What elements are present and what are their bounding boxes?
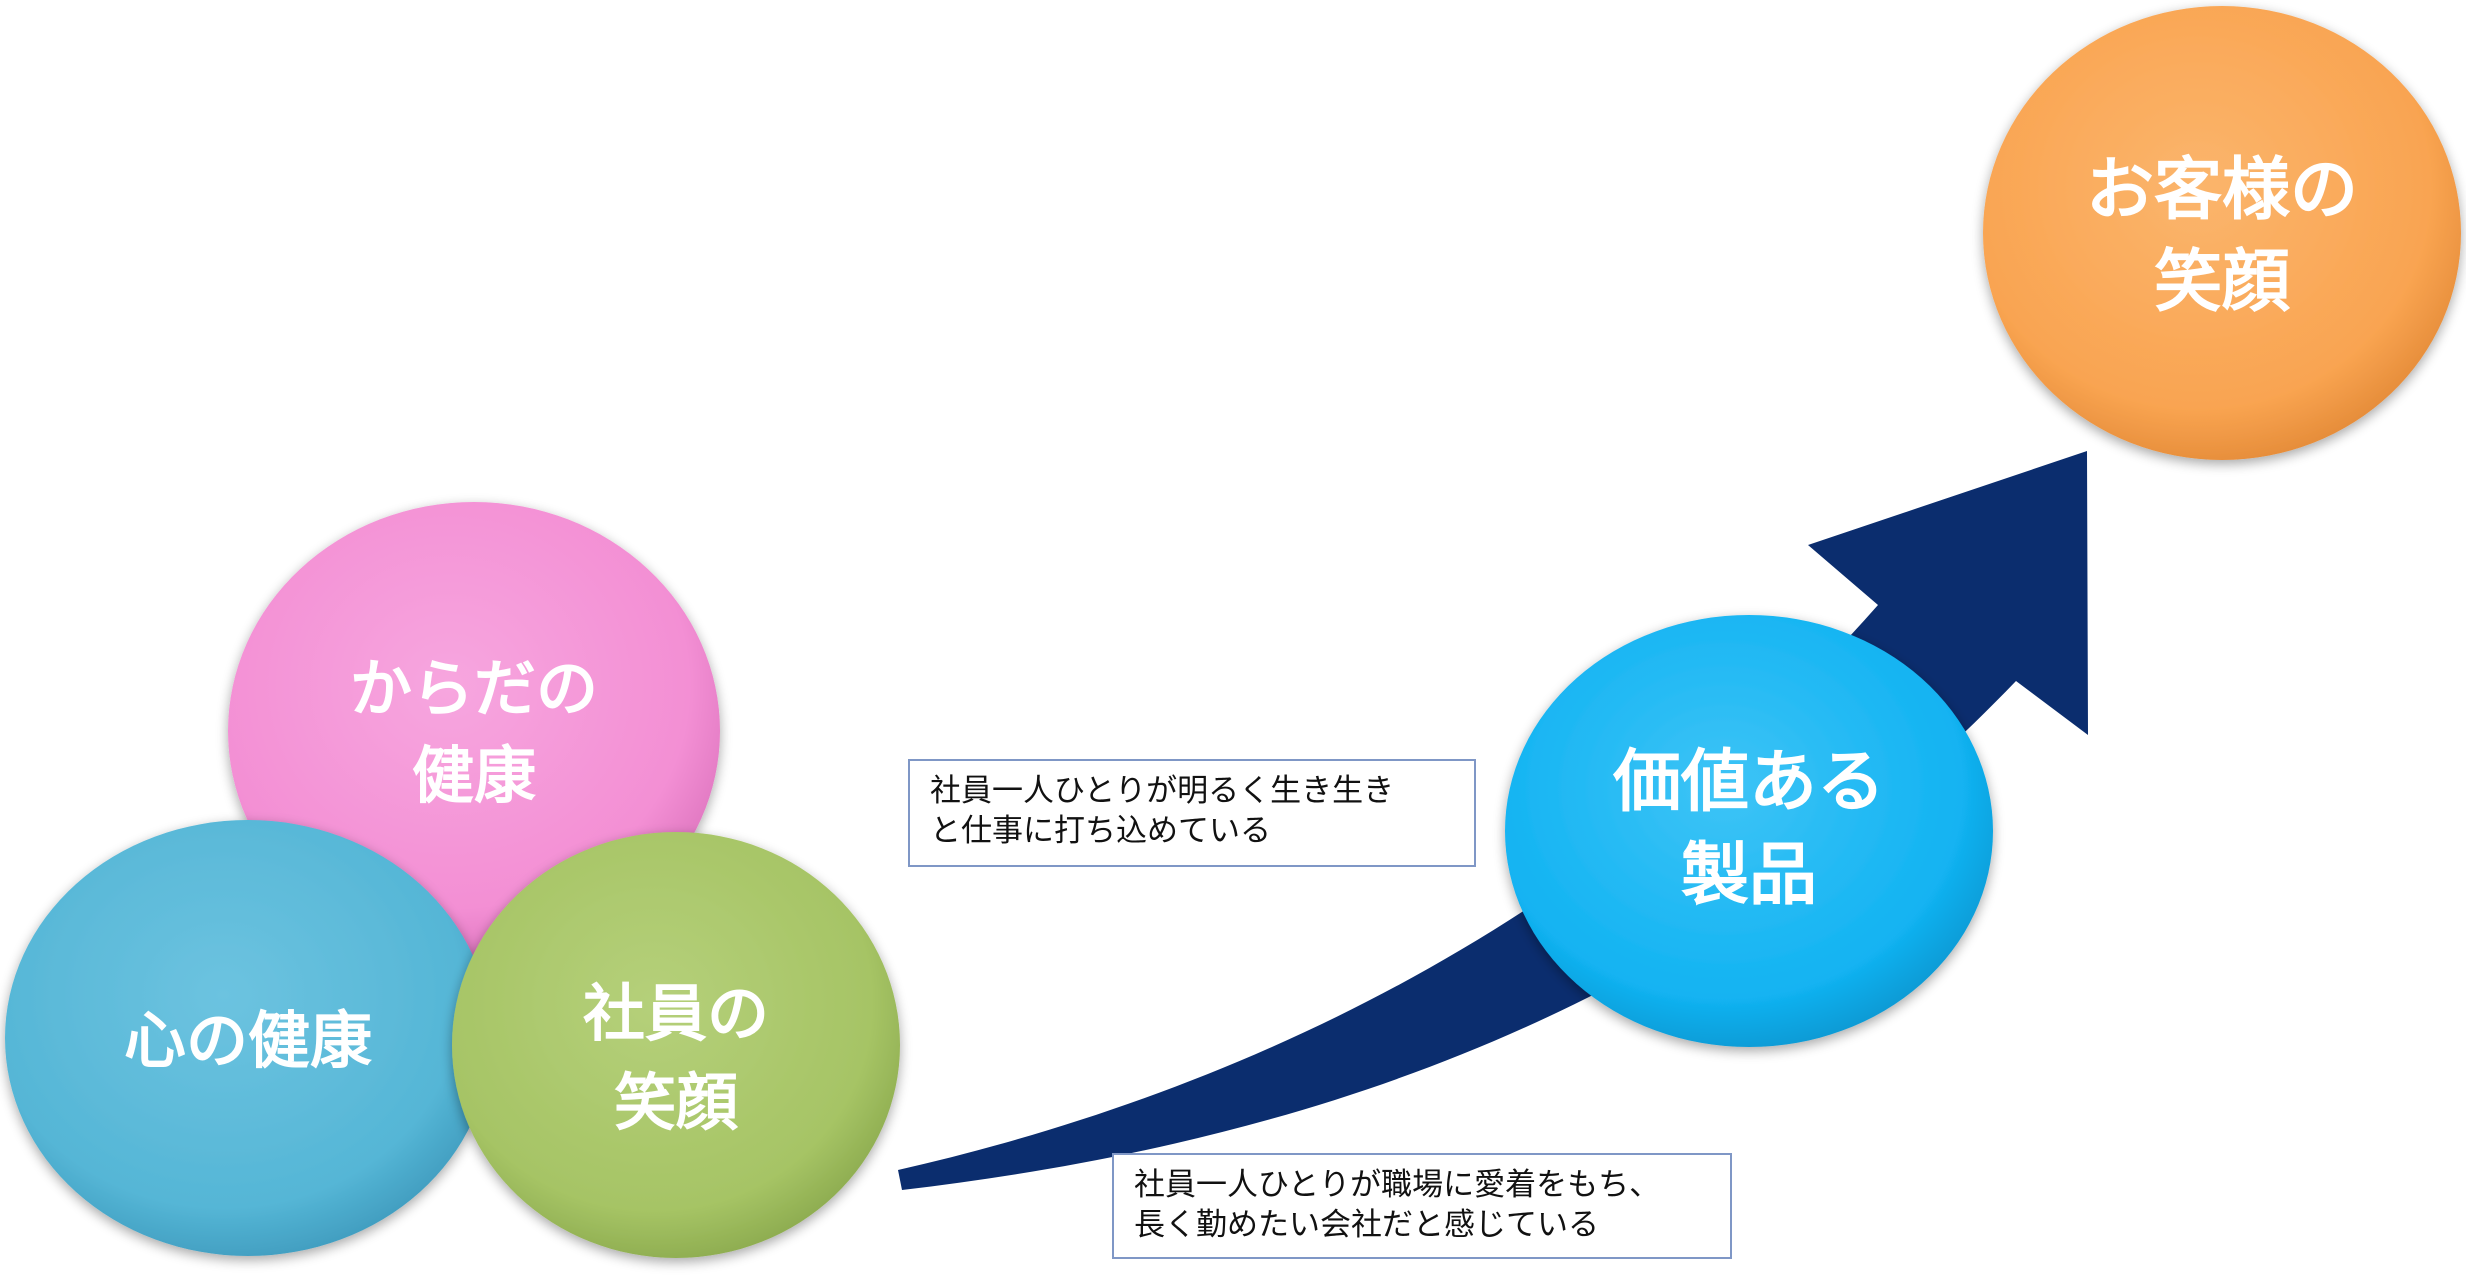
upper-note-line2: と仕事に打ち込めている [930, 813, 1271, 849]
employee-smiles-circle: 社員の 笑顔 [452, 832, 900, 1258]
valuable-products-label-line1: 価値ある [1612, 743, 1885, 822]
customer-smiles-circle: お客様の 笑顔 [1983, 6, 2461, 460]
lower-note-line2: 長く勤めたい会社だと感じている [1134, 1207, 1599, 1243]
body-health-label-line2: 健康 [412, 739, 536, 812]
mind-health-circle: 心の健康 [5, 820, 491, 1256]
customer-smiles-label-line2: 笑顔 [2154, 243, 2291, 322]
upper-note-box: 社員一人ひとりが明るく生き生き と仕事に打ち込めている [908, 759, 1476, 867]
lower-note-box: 社員一人ひとりが職場に愛着をもち、 長く勤めたい会社だと感じている [1112, 1153, 1732, 1259]
employee-smiles-label-line2: 笑顔 [614, 1066, 739, 1139]
valuable-products-circle: 価値ある 製品 [1505, 615, 1993, 1047]
mind-health-label: 心の健康 [124, 1004, 372, 1077]
employee-smiles-label-line1: 社員の [583, 977, 769, 1050]
upper-note-line1: 社員一人ひとりが明るく生き生き [930, 773, 1395, 809]
valuable-products-label-line2: 製品 [1681, 836, 1817, 915]
body-health-label-line1: からだの [350, 652, 598, 725]
customer-smiles-label-line1: お客様の [2086, 151, 2358, 230]
lower-note-line1: 社員一人ひとりが職場に愛着をもち、 [1134, 1167, 1661, 1203]
